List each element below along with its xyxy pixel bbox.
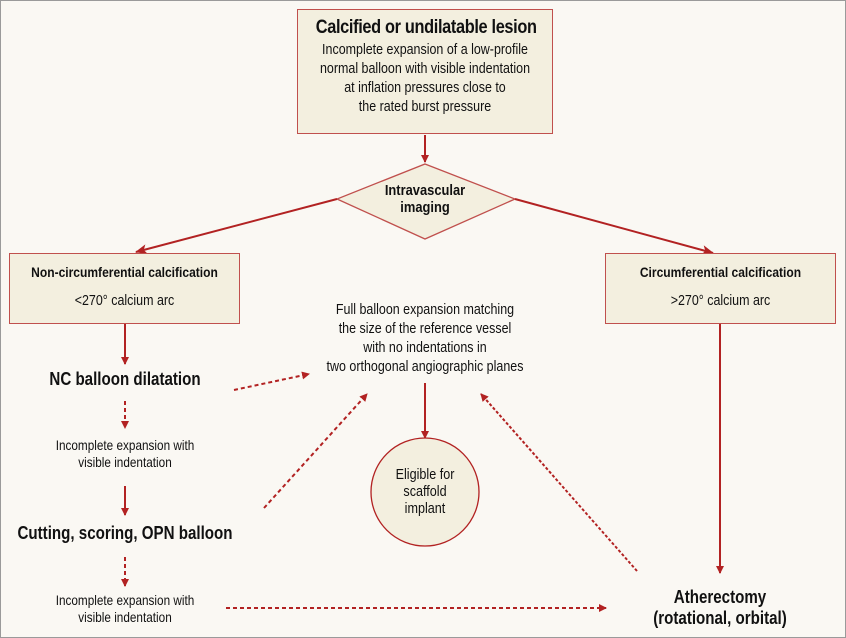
top-box-title: Calcified or undilatable lesion [315,17,537,38]
atherectomy-line: Atherectomy [673,587,767,607]
center-text-line: with no indentations in [363,340,487,356]
right-box-subtitle: >270° calcium arc [670,293,771,309]
left-box-title: Non-circumferential calcification [31,264,218,280]
right-box-title: Circumferential calcification [639,264,802,280]
decision-label: Intravascular imaging [360,182,490,216]
incomplete-expansion-2: Incomplete expansion with visible indent… [5,592,245,626]
left-box: Non-circumferential calcification <270° … [9,253,240,324]
nc-balloon-label: NC balloon dilatation [49,369,201,389]
eligible-circle [370,437,480,547]
center-text-line: Full balloon expansion matching [335,302,515,318]
incomplete-2-line: visible indentation [78,609,172,625]
nc-balloon-step: NC balloon dilatation [5,369,245,390]
top-box-line: normal balloon with visible indentation [319,61,531,77]
cutting-step: Cutting, scoring, OPN balloon [0,523,255,544]
incomplete-2-line: Incomplete expansion with [55,592,195,608]
edge-atherectomy-to-center [480,393,638,572]
incomplete-1-line: Incomplete expansion with [55,437,195,453]
atherectomy-line: (rotational, orbital) [653,608,787,628]
decision-line: imaging [400,199,450,216]
full-expansion-text: Full balloon expansion matching the size… [295,301,555,377]
decision-line: Intravascular [384,182,466,199]
incomplete-1-line: visible indentation [78,454,172,470]
edge-nc-to-center [233,371,310,391]
atherectomy-step: Atherectomy (rotational, orbital) [610,587,830,629]
edge-cutting-to-center [263,393,368,509]
edge-decision-to-left [135,198,338,255]
incomplete-expansion-1: Incomplete expansion with visible indent… [5,437,245,471]
circle-line: Eligible for [395,466,455,483]
center-text-line: the size of the reference vessel [338,321,512,337]
edge-decision-to-right [514,198,714,255]
eligible-label: Eligible for scaffold implant [375,466,475,517]
center-text-line: two orthogonal angiographic planes [326,359,524,375]
cutting-label: Cutting, scoring, OPN balloon [17,523,233,543]
decision-diamond [335,163,517,240]
top-box-line: the rated burst pressure [358,99,492,115]
top-box-line: Incomplete expansion of a low-profile [322,42,528,58]
right-box: Circumferential calcification >270° calc… [605,253,836,324]
top-box: Calcified or undilatable lesion Incomple… [297,9,553,134]
circle-line: implant [404,500,446,517]
left-box-subtitle: <270° calcium arc [74,293,175,309]
circle-line: scaffold [403,483,447,500]
top-box-line: at inflation pressures close to [344,80,506,96]
